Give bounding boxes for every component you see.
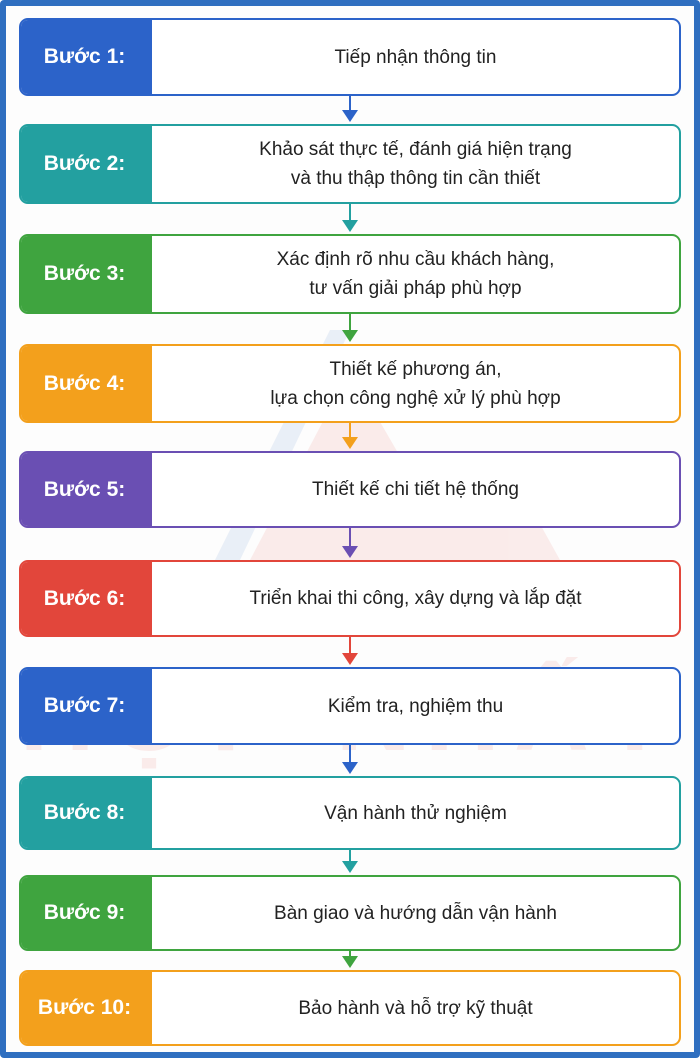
flow-arrow-icon: [342, 204, 358, 232]
step-10-text: Bảo hành và hỗ trợ kỹ thuật: [152, 972, 679, 1044]
step-4-line-2: lựa chọn công nghệ xử lý phù hợp: [270, 387, 561, 409]
step-4-line-1: Thiết kế phương án,: [329, 358, 502, 380]
step-4: Bước 4: Thiết kế phương án, lựa chọn côn…: [19, 344, 681, 423]
step-1-label: Bước 1:: [21, 20, 152, 94]
step-10-label: Bước 10:: [21, 972, 152, 1044]
step-3-line-2: tư vấn giải pháp phù hợp: [309, 278, 522, 299]
flow-arrow-icon: [342, 745, 358, 774]
step-2-line-1: Khảo sát thực tế, đánh giá hiện trạng: [259, 139, 572, 160]
flow-arrow-icon: [342, 850, 358, 873]
step-8: Bước 8: Vận hành thử nghiệm: [19, 776, 681, 850]
step-9-label: Bước 9:: [21, 877, 152, 949]
step-8-label: Bước 8:: [21, 778, 152, 848]
step-7: Bước 7: Kiểm tra, nghiệm thu: [19, 667, 681, 745]
step-6-line-1: Triển khai thi công, xây dựng và lắp đặt: [249, 588, 582, 609]
step-7-line-1: Kiểm tra, nghiệm thu: [327, 695, 504, 717]
step-5: Bước 5: Thiết kế chi tiết hệ thống: [19, 451, 681, 528]
step-1: Bước 1: Tiếp nhận thông tin: [19, 18, 681, 96]
step-2-text: Khảo sát thực tế, đánh giá hiện trạng và…: [152, 126, 679, 202]
step-5-text: Thiết kế chi tiết hệ thống: [152, 453, 679, 526]
flow-arrow-icon: [342, 96, 358, 122]
step-3-label: Bước 3:: [21, 236, 152, 312]
step-6-label: Bước 6:: [21, 562, 152, 635]
step-4-label: Bước 4:: [21, 346, 152, 421]
step-10: Bước 10: Bảo hành và hỗ trợ kỹ thuật: [19, 970, 681, 1046]
step-2: Bước 2: Khảo sát thực tế, đánh giá hiện …: [19, 124, 681, 204]
flow-arrow-icon: [342, 528, 358, 558]
step-9-line-1: Bàn giao và hướng dẫn vận hành: [274, 902, 557, 924]
flow-arrow-icon: [342, 637, 358, 665]
step-4-text: Thiết kế phương án, lựa chọn công nghệ x…: [152, 346, 679, 421]
step-7-label: Bước 7:: [21, 669, 152, 743]
step-5-line-1: Thiết kế chi tiết hệ thống: [311, 479, 519, 500]
step-3: Bước 3: Xác định rõ nhu cầu khách hàng, …: [19, 234, 681, 314]
flow-arrow-icon: [342, 314, 358, 342]
step-5-label: Bước 5:: [21, 453, 152, 526]
step-7-text: Kiểm tra, nghiệm thu: [152, 669, 679, 743]
step-9-text: Bàn giao và hướng dẫn vận hành: [152, 877, 679, 949]
step-3-line-1: Xác định rõ nhu cầu khách hàng,: [276, 249, 555, 270]
step-1-text: Tiếp nhận thông tin: [152, 20, 679, 94]
step-9: Bước 9: Bàn giao và hướng dẫn vận hành: [19, 875, 681, 951]
step-2-label: Bước 2:: [21, 126, 152, 202]
flow-arrow-icon: [342, 423, 358, 449]
step-8-text: Vận hành thử nghiệm: [152, 778, 679, 848]
step-10-line-1: Bảo hành và hỗ trợ kỹ thuật: [298, 997, 533, 1019]
step-8-line-1: Vận hành thử nghiệm: [324, 802, 507, 824]
step-3-text: Xác định rõ nhu cầu khách hàng, tư vấn g…: [152, 236, 679, 312]
step-1-line-1: Tiếp nhận thông tin: [334, 46, 497, 68]
step-2-line-2: và thu thập thông tin cần thiết: [290, 168, 541, 189]
flow-arrow-icon: [342, 951, 358, 968]
step-6-text: Triển khai thi công, xây dựng và lắp đặt: [152, 562, 679, 635]
step-6: Bước 6: Triển khai thi công, xây dựng và…: [19, 560, 681, 637]
